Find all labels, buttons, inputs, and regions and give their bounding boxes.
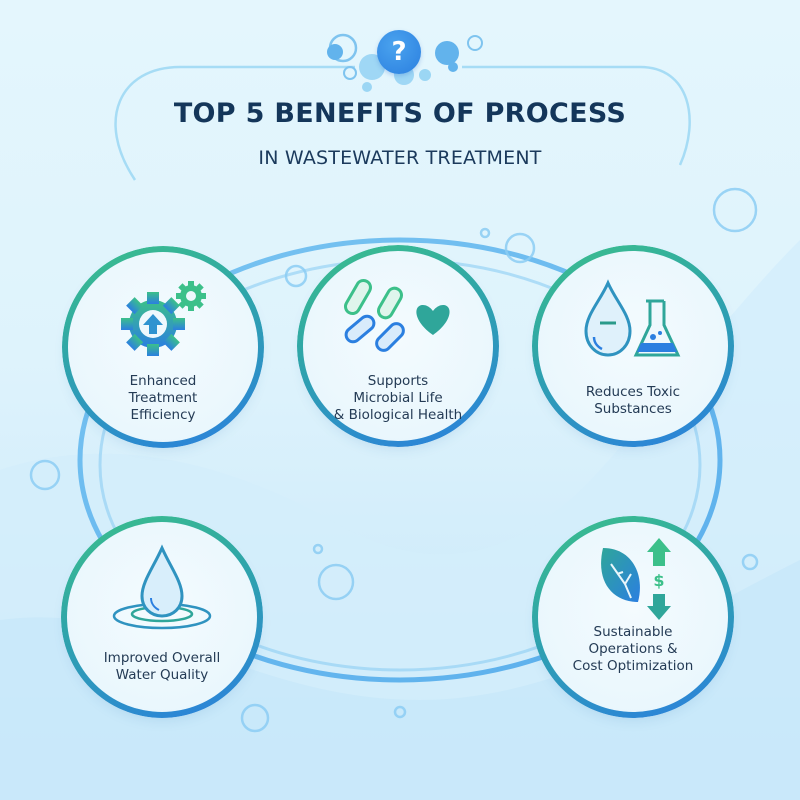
svg-text:$: $	[653, 571, 664, 590]
microbes-heart-icon	[303, 277, 493, 357]
leaf-dollar-arrows-icon: $	[538, 536, 728, 626]
water-drop-ripple-icon	[67, 544, 257, 634]
page-title: TOP 5 BENEFITS OF PROCESS	[173, 98, 627, 129]
gear-arrow-up-icon	[68, 274, 258, 364]
drop-flask-icon	[538, 279, 728, 364]
header: ? TOP 5 BENEFITS OF PROCESS IN WASTEWATE…	[0, 0, 800, 200]
page-subtitle: IN WASTEWATER TREATMENT	[258, 147, 542, 169]
question-icon: ?	[377, 30, 421, 74]
